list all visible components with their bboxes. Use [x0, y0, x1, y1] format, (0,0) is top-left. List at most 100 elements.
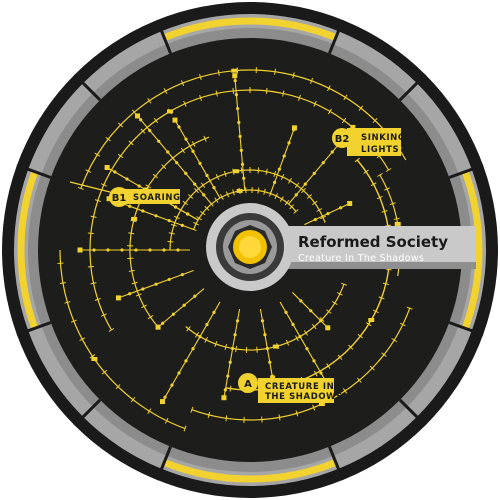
track-b1-badge — [109, 187, 129, 207]
orbit-tick — [115, 384, 121, 390]
orbit-tick — [289, 204, 295, 210]
spoke-end — [232, 73, 238, 79]
orbit-tick — [274, 193, 279, 199]
orbit-tick — [79, 337, 86, 342]
orbit-tick — [341, 117, 347, 124]
orbit-block — [394, 221, 401, 226]
center-hub — [206, 203, 294, 291]
orbit-block — [231, 68, 238, 73]
spoke-node — [171, 312, 175, 316]
rim-divider — [448, 163, 484, 179]
orbit-rings — [57, 67, 413, 432]
orbit-tick — [356, 377, 362, 383]
orbit-tick — [214, 197, 219, 204]
orbit-tick — [320, 215, 327, 220]
orbit-tick — [257, 187, 260, 194]
orbit-tick — [340, 282, 347, 286]
spoke-node — [240, 162, 245, 166]
orbit-tick — [153, 117, 159, 124]
spoke-node — [173, 205, 178, 209]
orbit-tick — [381, 352, 387, 357]
spoke-node — [166, 150, 170, 154]
orbit-tick — [186, 326, 191, 332]
orbit-tick — [285, 339, 290, 346]
spoke-node — [298, 335, 302, 339]
spoke-node — [128, 204, 132, 208]
orbit-tick — [194, 187, 199, 194]
spoke-node — [282, 154, 286, 158]
orbit-tick — [182, 200, 188, 206]
orbit-tick — [235, 345, 237, 353]
track-b2-side: B2 — [335, 134, 350, 145]
track-a-badge — [238, 373, 258, 393]
spoke-node — [128, 292, 132, 296]
spoke-node — [260, 319, 265, 323]
orbit-tick — [337, 354, 343, 360]
album-title: Creature In The Shadows — [298, 253, 424, 264]
spoke-node — [319, 371, 323, 375]
spoke-node — [205, 322, 209, 327]
spoke-node — [198, 335, 202, 339]
orbit-tick — [64, 301, 71, 304]
orbit-tick — [293, 209, 299, 214]
orbit-tick — [85, 169, 92, 173]
orbit-tick — [292, 72, 295, 79]
spoke-node — [157, 139, 161, 143]
spoke-end — [135, 113, 141, 119]
spoke-node — [161, 321, 165, 325]
rim-divider — [155, 19, 172, 54]
rim-divider — [398, 398, 427, 427]
band-name: Reformed Society — [298, 233, 448, 251]
spoke-node — [180, 223, 184, 227]
spoke-node — [231, 346, 235, 351]
spoke-node — [202, 193, 206, 197]
spoke-node — [239, 148, 243, 152]
spoke-end — [291, 125, 297, 131]
spoke-node — [137, 184, 141, 188]
orbit-tick — [279, 196, 284, 202]
radial-spoke — [174, 119, 221, 199]
spoke-node — [238, 134, 242, 139]
orbit-tick — [363, 169, 369, 174]
orbit-tick — [274, 68, 276, 75]
track-a-title-line1: CREATURE IN — [265, 382, 334, 392]
rim-divider — [328, 19, 345, 54]
spoke-node — [277, 167, 282, 171]
orbit-tick — [100, 313, 107, 317]
spoke-node — [228, 360, 232, 364]
spoke-node — [184, 359, 188, 363]
orbit-tick — [187, 194, 194, 199]
orbit-tick — [257, 167, 260, 174]
orbit-tick — [170, 223, 177, 227]
track-marker-b2: B2 SINKING LIGHTS — [332, 128, 405, 156]
orbit-tick — [327, 85, 331, 92]
orbit-tick — [89, 354, 96, 359]
spoke-node — [162, 248, 166, 252]
orbit-tick — [278, 414, 281, 421]
orbit-tick — [204, 336, 208, 343]
spoke-node — [339, 206, 343, 210]
orbit-tick — [295, 410, 299, 417]
orbit-tick — [316, 208, 323, 212]
spoke-node — [236, 106, 240, 111]
spoke-end — [347, 201, 353, 207]
spoke-end — [325, 325, 331, 331]
track-b1-side: B1 — [112, 193, 127, 204]
spoke-node — [120, 248, 124, 252]
orbit-tick — [378, 296, 385, 300]
spoke-node — [330, 150, 334, 154]
spoke-node — [305, 347, 309, 351]
orbit-block — [368, 318, 375, 322]
spoke-node — [193, 182, 197, 186]
orbit-tick — [385, 168, 392, 172]
orbit-tick — [194, 331, 200, 338]
spoke-node — [191, 149, 195, 153]
orbit-tick — [312, 200, 318, 206]
spoke-end — [104, 165, 110, 170]
spoke-node — [141, 287, 145, 291]
track-b1-title: SOARING — [133, 193, 181, 203]
orbit-tick — [358, 105, 364, 111]
orbit-block — [233, 169, 240, 174]
rim-accent-arc — [162, 459, 338, 483]
orbit-tick — [312, 404, 316, 411]
